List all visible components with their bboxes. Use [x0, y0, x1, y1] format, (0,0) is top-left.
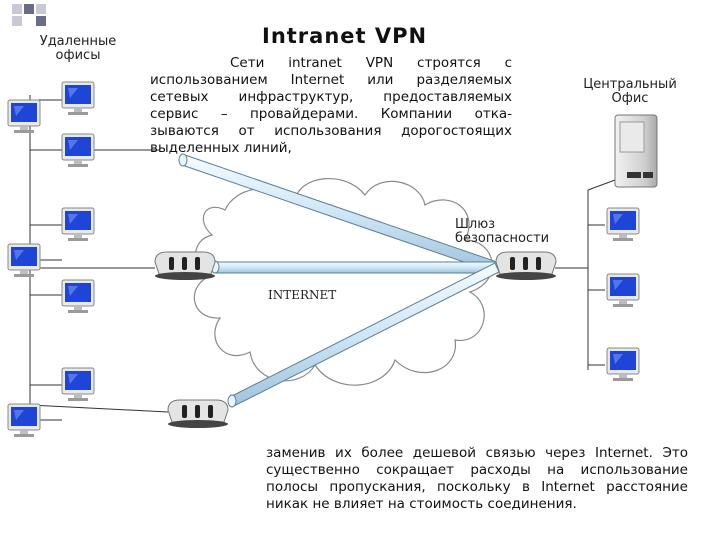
decor-square-5: [36, 16, 46, 26]
decor-square-1: [12, 4, 22, 14]
remote-computer-1: [61, 81, 95, 116]
slide-title: Intranet VPN: [262, 24, 428, 48]
security-gateway-label: Шлюз безопасности: [455, 217, 550, 246]
decor-square-2: [24, 4, 34, 14]
remote-computer-8: [7, 99, 41, 134]
remote-router-middle: [154, 251, 216, 281]
remote-computer-4: [7, 243, 41, 278]
decor-square-3: [12, 16, 22, 26]
central-computer-1: [606, 207, 640, 242]
intro-paragraph: Сети intranet VPN строятся с использован…: [150, 55, 512, 156]
remote-network-lines: [29, 95, 169, 421]
vpn-tunnels: [178, 153, 500, 408]
internet-cloud: [193, 177, 493, 386]
remote-computer-3: [61, 207, 95, 242]
remote-computer-5: [61, 279, 95, 314]
conclusion-paragraph: заменив их более дешевой связью через In…: [266, 445, 688, 512]
central-server: [614, 114, 658, 188]
central-computer-3: [606, 347, 640, 382]
remote-computer-7: [7, 403, 41, 438]
central-office-label: Центральный Офис: [583, 77, 677, 106]
decor-square-4: [36, 4, 46, 14]
remote-computer-6: [61, 367, 95, 402]
security-gateway-router: [495, 251, 557, 281]
remote-offices-label: Удаленные офисы: [39, 34, 117, 63]
remote-computer-2: [61, 133, 95, 168]
central-network-lines: [555, 179, 616, 370]
internet-label: INTERNET: [268, 288, 337, 302]
remote-router-bottom: [167, 399, 229, 429]
central-computer-2: [606, 273, 640, 308]
